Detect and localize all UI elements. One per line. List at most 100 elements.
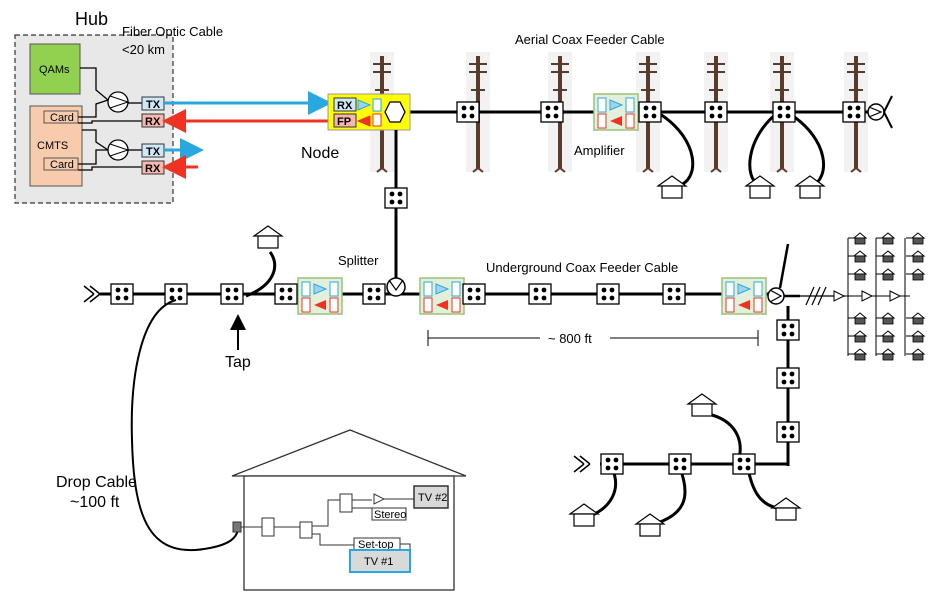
home: TV #2 Stereo Set-top TV #1 [231, 429, 467, 591]
node: RX FP Node [301, 93, 411, 162]
mdu-unit-icon [852, 348, 868, 361]
hub-title: Hub [75, 9, 108, 29]
mdu-unit-icon [880, 330, 896, 343]
tap [540, 101, 564, 123]
tx2-label: TX [146, 146, 161, 158]
node-rx-label: RX [337, 100, 353, 112]
mdu-distribution [845, 232, 926, 361]
splitter-label: Splitter [338, 253, 379, 268]
node-label: Node [301, 145, 339, 162]
tv1-box [349, 549, 411, 573]
stereo-box [371, 507, 407, 521]
mdu-unit-icon [852, 330, 868, 343]
mdu-unit-icon [910, 330, 926, 343]
house-icon [634, 513, 666, 537]
house-icon [686, 393, 718, 417]
drop-cable-label-line2: ~100 ft [70, 494, 120, 511]
settop-label: Set-top [358, 539, 393, 551]
tap [362, 283, 386, 305]
tv2-box [413, 485, 449, 509]
underground-amplifier [297, 277, 343, 315]
house-icon [568, 503, 600, 527]
mdu-unit-icon [910, 232, 926, 245]
distance-marker: ~ 800 ft [427, 328, 759, 348]
aerial-drop-1 [659, 112, 695, 188]
taps [110, 101, 866, 475]
tap [842, 101, 866, 123]
fiber-label-line2: <20 km [122, 42, 165, 57]
splitter [386, 277, 406, 297]
combiner-1 [107, 91, 129, 113]
stereo-label: Stereo [374, 509, 406, 521]
mdu-unit-icon [852, 232, 868, 245]
tap [732, 453, 756, 475]
distance-label: ~ 800 ft [548, 331, 592, 346]
tap [462, 283, 486, 305]
cmts-label: CMTS [37, 140, 68, 152]
ground-block [232, 521, 242, 533]
left-cable-end [83, 285, 101, 303]
home-roof [231, 429, 467, 477]
node-fp-box [333, 113, 357, 128]
tap [776, 421, 800, 443]
bottom-cable-end [573, 455, 591, 473]
tap-label: Tap [225, 354, 251, 371]
tap [638, 101, 662, 123]
tv1-label: TV #1 [364, 556, 393, 568]
hub: Hub Fiber Optic Cable <20 km QAMs Card C… [14, 9, 223, 204]
mdu-unit-icon [910, 312, 926, 325]
tap [662, 283, 686, 305]
tap [776, 319, 800, 341]
house-icon [770, 497, 802, 521]
tap [596, 283, 620, 305]
tx1-label: TX [146, 99, 161, 111]
aerial-cable-label: Aerial Coax Feeder Cable [515, 32, 665, 47]
tap [772, 101, 796, 123]
mdu-unit-icon [852, 250, 868, 263]
rx1-label: RX [145, 116, 161, 128]
mdu-unit-icon [852, 312, 868, 325]
house-icon [656, 175, 688, 199]
mdu-unit-icon [880, 348, 896, 361]
aerial-amplifier: Amplifier [574, 93, 639, 158]
tap [668, 453, 692, 475]
card1-label: Card [50, 112, 74, 124]
drop-cable-label-line1: Drop Cable [56, 474, 137, 491]
tap [528, 283, 552, 305]
rx2-label: RX [145, 163, 161, 175]
aerial-drop-3 [789, 112, 825, 188]
house-icon [794, 175, 826, 199]
mdu-unit-icon [880, 312, 896, 325]
amplifier-label: Amplifier [574, 143, 625, 158]
mdu-unit-icon [880, 268, 896, 281]
qams-label: QAMs [39, 64, 70, 76]
tv2-label: TV #2 [418, 492, 447, 504]
tap [776, 367, 800, 389]
house-icon [744, 175, 776, 199]
mdu-unit-icon [880, 232, 896, 245]
fiber-label-line1: Fiber Optic Cable [122, 24, 223, 39]
node-rx-box [333, 97, 357, 112]
underground-amplifier [419, 277, 465, 315]
tap [110, 283, 134, 305]
houses [252, 175, 826, 537]
mdu-unit-icon [910, 268, 926, 281]
tap [220, 283, 244, 305]
combiner-2 [107, 139, 129, 161]
tap [704, 101, 728, 123]
node-fp-label: FP [337, 116, 351, 128]
underground-cable-label: Underground Coax Feeder Cable [486, 260, 678, 275]
mdu-unit-icon [910, 250, 926, 263]
mdu-unit-icon [880, 250, 896, 263]
house-icon [252, 225, 284, 249]
underground-amplifier [721, 277, 767, 315]
tap [456, 101, 480, 123]
drop-cable [130, 299, 239, 551]
tap [600, 453, 624, 475]
tap [274, 283, 298, 305]
card2-label: Card [50, 159, 74, 171]
tap [384, 187, 408, 209]
qams-box [29, 43, 81, 95]
